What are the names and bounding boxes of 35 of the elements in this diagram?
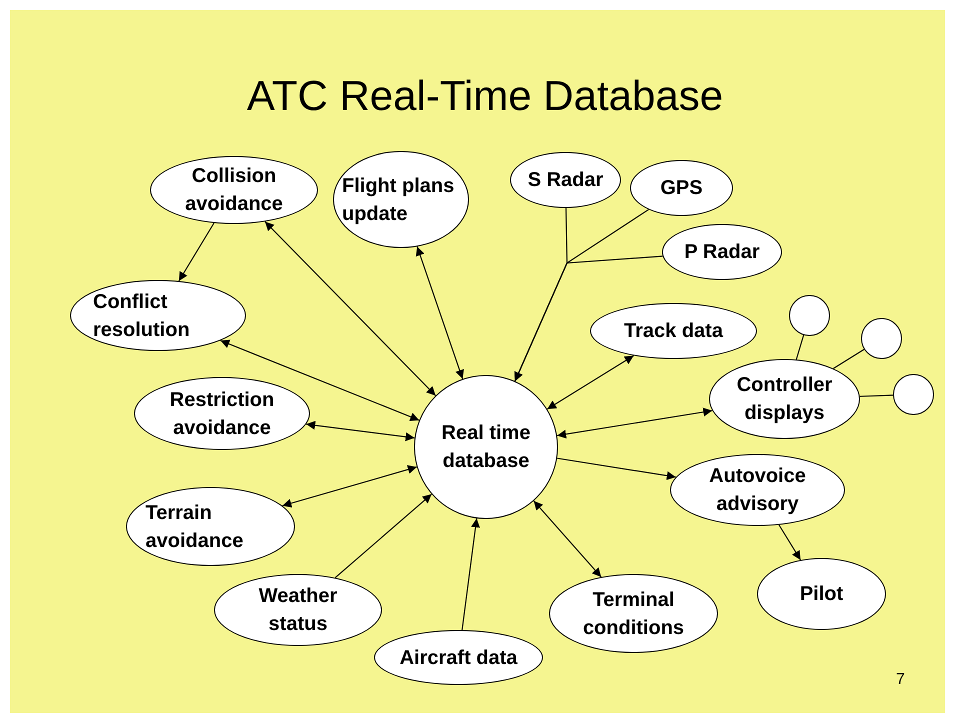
title: ATC Real-Time Database [246,71,724,121]
arrow [557,458,676,480]
connector-line [796,334,804,360]
arrow [306,420,415,442]
connector-line [833,348,864,369]
node-label: P Radar [683,240,761,265]
arrow [264,221,436,396]
arrow [334,494,432,578]
node-label: Controller displays [736,373,834,426]
arrow [178,222,214,282]
node-label: Aircraft data [398,646,518,670]
arrow [546,355,634,410]
node-label: Conflict resolution [93,290,191,342]
arrow [282,465,417,508]
arrow [462,518,480,630]
node-label: S Radar [526,168,604,193]
arrow [557,408,712,439]
node-label: Pilot [798,582,844,607]
node-label: Flight plans update [342,174,456,226]
arrow [416,246,464,380]
node-label: Terrain avoidance [146,500,244,554]
arrow [533,500,602,578]
node-label: Autovoice advisory [708,464,807,517]
node-label: Restriction avoidance [168,388,276,440]
node-label: Track data [623,319,724,344]
node-label: Collision avoidance [184,164,284,217]
node-label: Terminal conditions [582,588,686,640]
node-label: Weather status [258,584,338,637]
node-label: GPS [659,176,704,201]
connector-line [860,394,894,397]
arrow [778,524,802,560]
page-number: 7 [896,670,905,690]
node-label: Real time database [440,421,532,474]
arrow [220,340,420,422]
arrow [514,256,663,382]
